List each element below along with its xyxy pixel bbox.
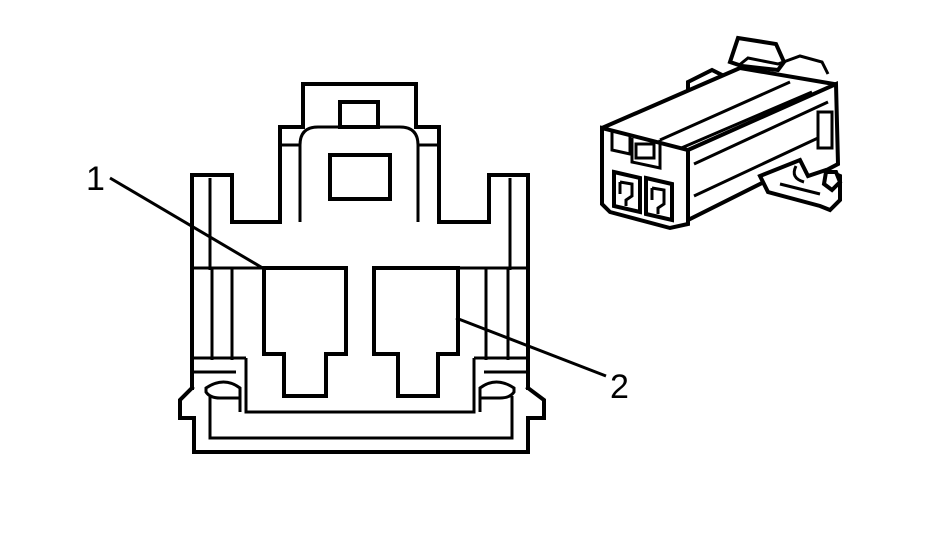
inner-floor-line [244, 358, 476, 414]
iso-side-window [816, 110, 834, 150]
iso-clip-ring [821, 170, 843, 193]
bottom-flange-inner [208, 396, 514, 440]
iso-terminal-1 [618, 180, 634, 206]
lock-window [328, 153, 392, 201]
connector-isometric-view [600, 35, 843, 231]
terminal-cavity-1 [262, 266, 348, 398]
callout-1: 1 [86, 160, 267, 272]
lock-tower-inner [298, 125, 420, 222]
notch-left [204, 380, 242, 400]
callout-2: 2 [455, 316, 629, 406]
iso-bracket-detail [779, 165, 821, 196]
top-latch-tab [338, 100, 380, 129]
bottom-flange [178, 385, 546, 454]
iso-terminal-2 [650, 186, 666, 214]
connector-front-view [178, 82, 546, 454]
callout-label-2: 2 [610, 368, 629, 406]
callout-label-1: 1 [86, 160, 105, 198]
callout-leader-2 [455, 316, 607, 378]
iso-lower-bracket [757, 157, 842, 213]
iso-side-rib [693, 100, 829, 198]
terminal-cavity-2 [372, 266, 460, 398]
iso-latch-arm [737, 54, 830, 75]
connector-body-outline [190, 82, 530, 390]
iso-front-slot [634, 142, 656, 160]
notch-right [478, 380, 516, 400]
iso-front-divider [610, 132, 662, 170]
callout-leader-1 [109, 176, 267, 272]
